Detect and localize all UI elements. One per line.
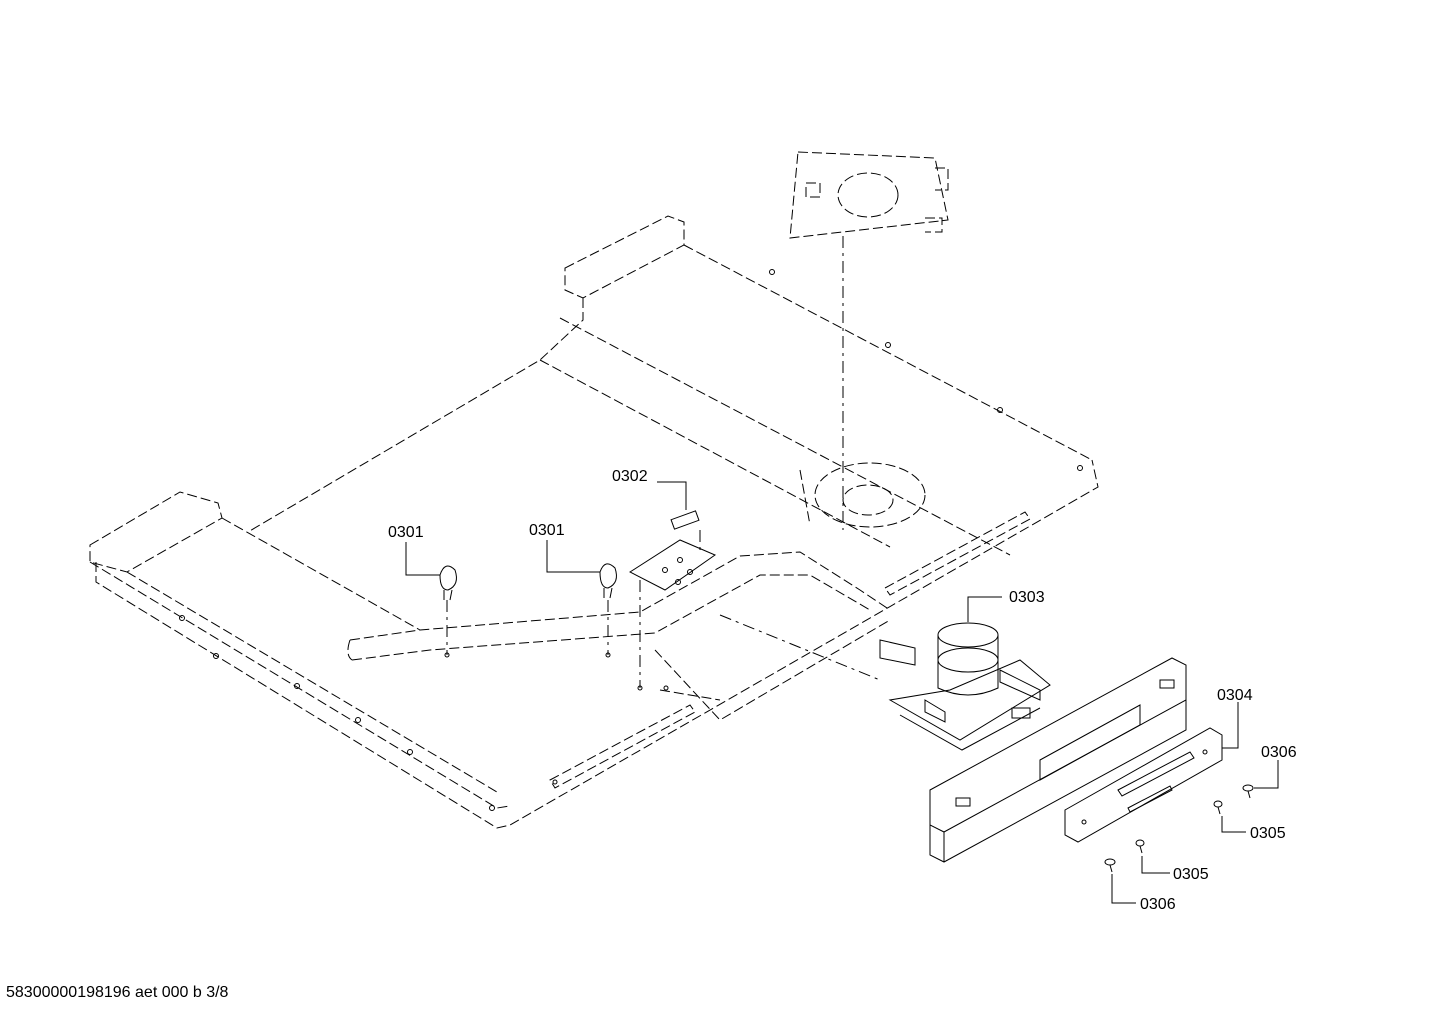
control-plate	[1064, 727, 1223, 843]
screw-0306-bottom	[1104, 858, 1116, 873]
clip-0301-left	[439, 565, 457, 658]
callout-0305-top: 0305	[1250, 825, 1286, 842]
fan-plate	[789, 151, 949, 239]
screw-0306-top	[1242, 784, 1254, 799]
callout-leaders	[405, 481, 1279, 904]
panel-bracket-0304	[929, 657, 1187, 863]
callout-0301-left: 0301	[388, 524, 424, 541]
thermostat-0302	[628, 500, 717, 691]
callout-0305-bottom: 0305	[1173, 866, 1209, 883]
callout-0301-right: 0301	[529, 522, 565, 539]
tray-holes	[179, 269, 1083, 811]
callout-0306-bottom: 0306	[1140, 896, 1176, 913]
clip-0301-right	[599, 563, 617, 658]
callout-0304: 0304	[1217, 687, 1253, 704]
callout-0302: 0302	[612, 468, 648, 485]
motor-assembly-0303	[719, 614, 1051, 751]
bottom-tray	[89, 215, 1099, 829]
drawing-id: 58300000198196 aet 000 b 3/8	[6, 984, 229, 1001]
screw-0305-bottom	[1135, 839, 1145, 854]
callout-0306-top: 0306	[1261, 744, 1297, 761]
screw-0305-top	[1213, 800, 1223, 815]
callout-0303: 0303	[1009, 589, 1045, 606]
